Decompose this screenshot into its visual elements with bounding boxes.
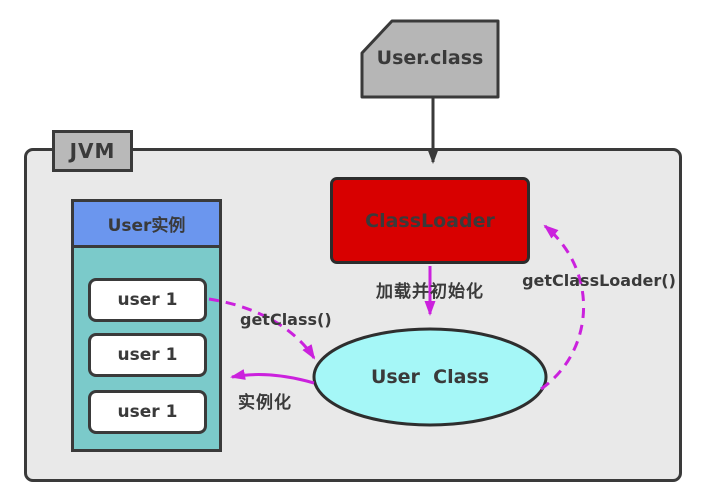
user-instance-item: user 1 <box>88 390 207 434</box>
edge-label-get-classloader: getClassLoader() <box>522 271 676 290</box>
edge-label-load-init: 加载并初始化 <box>376 282 484 302</box>
edge-label-instantiate: 实例化 <box>238 393 292 413</box>
user-class-label: User Class <box>370 366 490 388</box>
user-instances-header: User实例 <box>74 202 219 248</box>
user-instance-item: user 1 <box>88 278 207 322</box>
classloader-node: ClassLoader <box>330 177 530 264</box>
user-class-file-label: User.class <box>376 47 484 69</box>
jvm-label: JVM <box>52 130 133 172</box>
user-instance-item: user 1 <box>88 333 207 377</box>
edge-label-get-class: getClass() <box>240 310 332 329</box>
